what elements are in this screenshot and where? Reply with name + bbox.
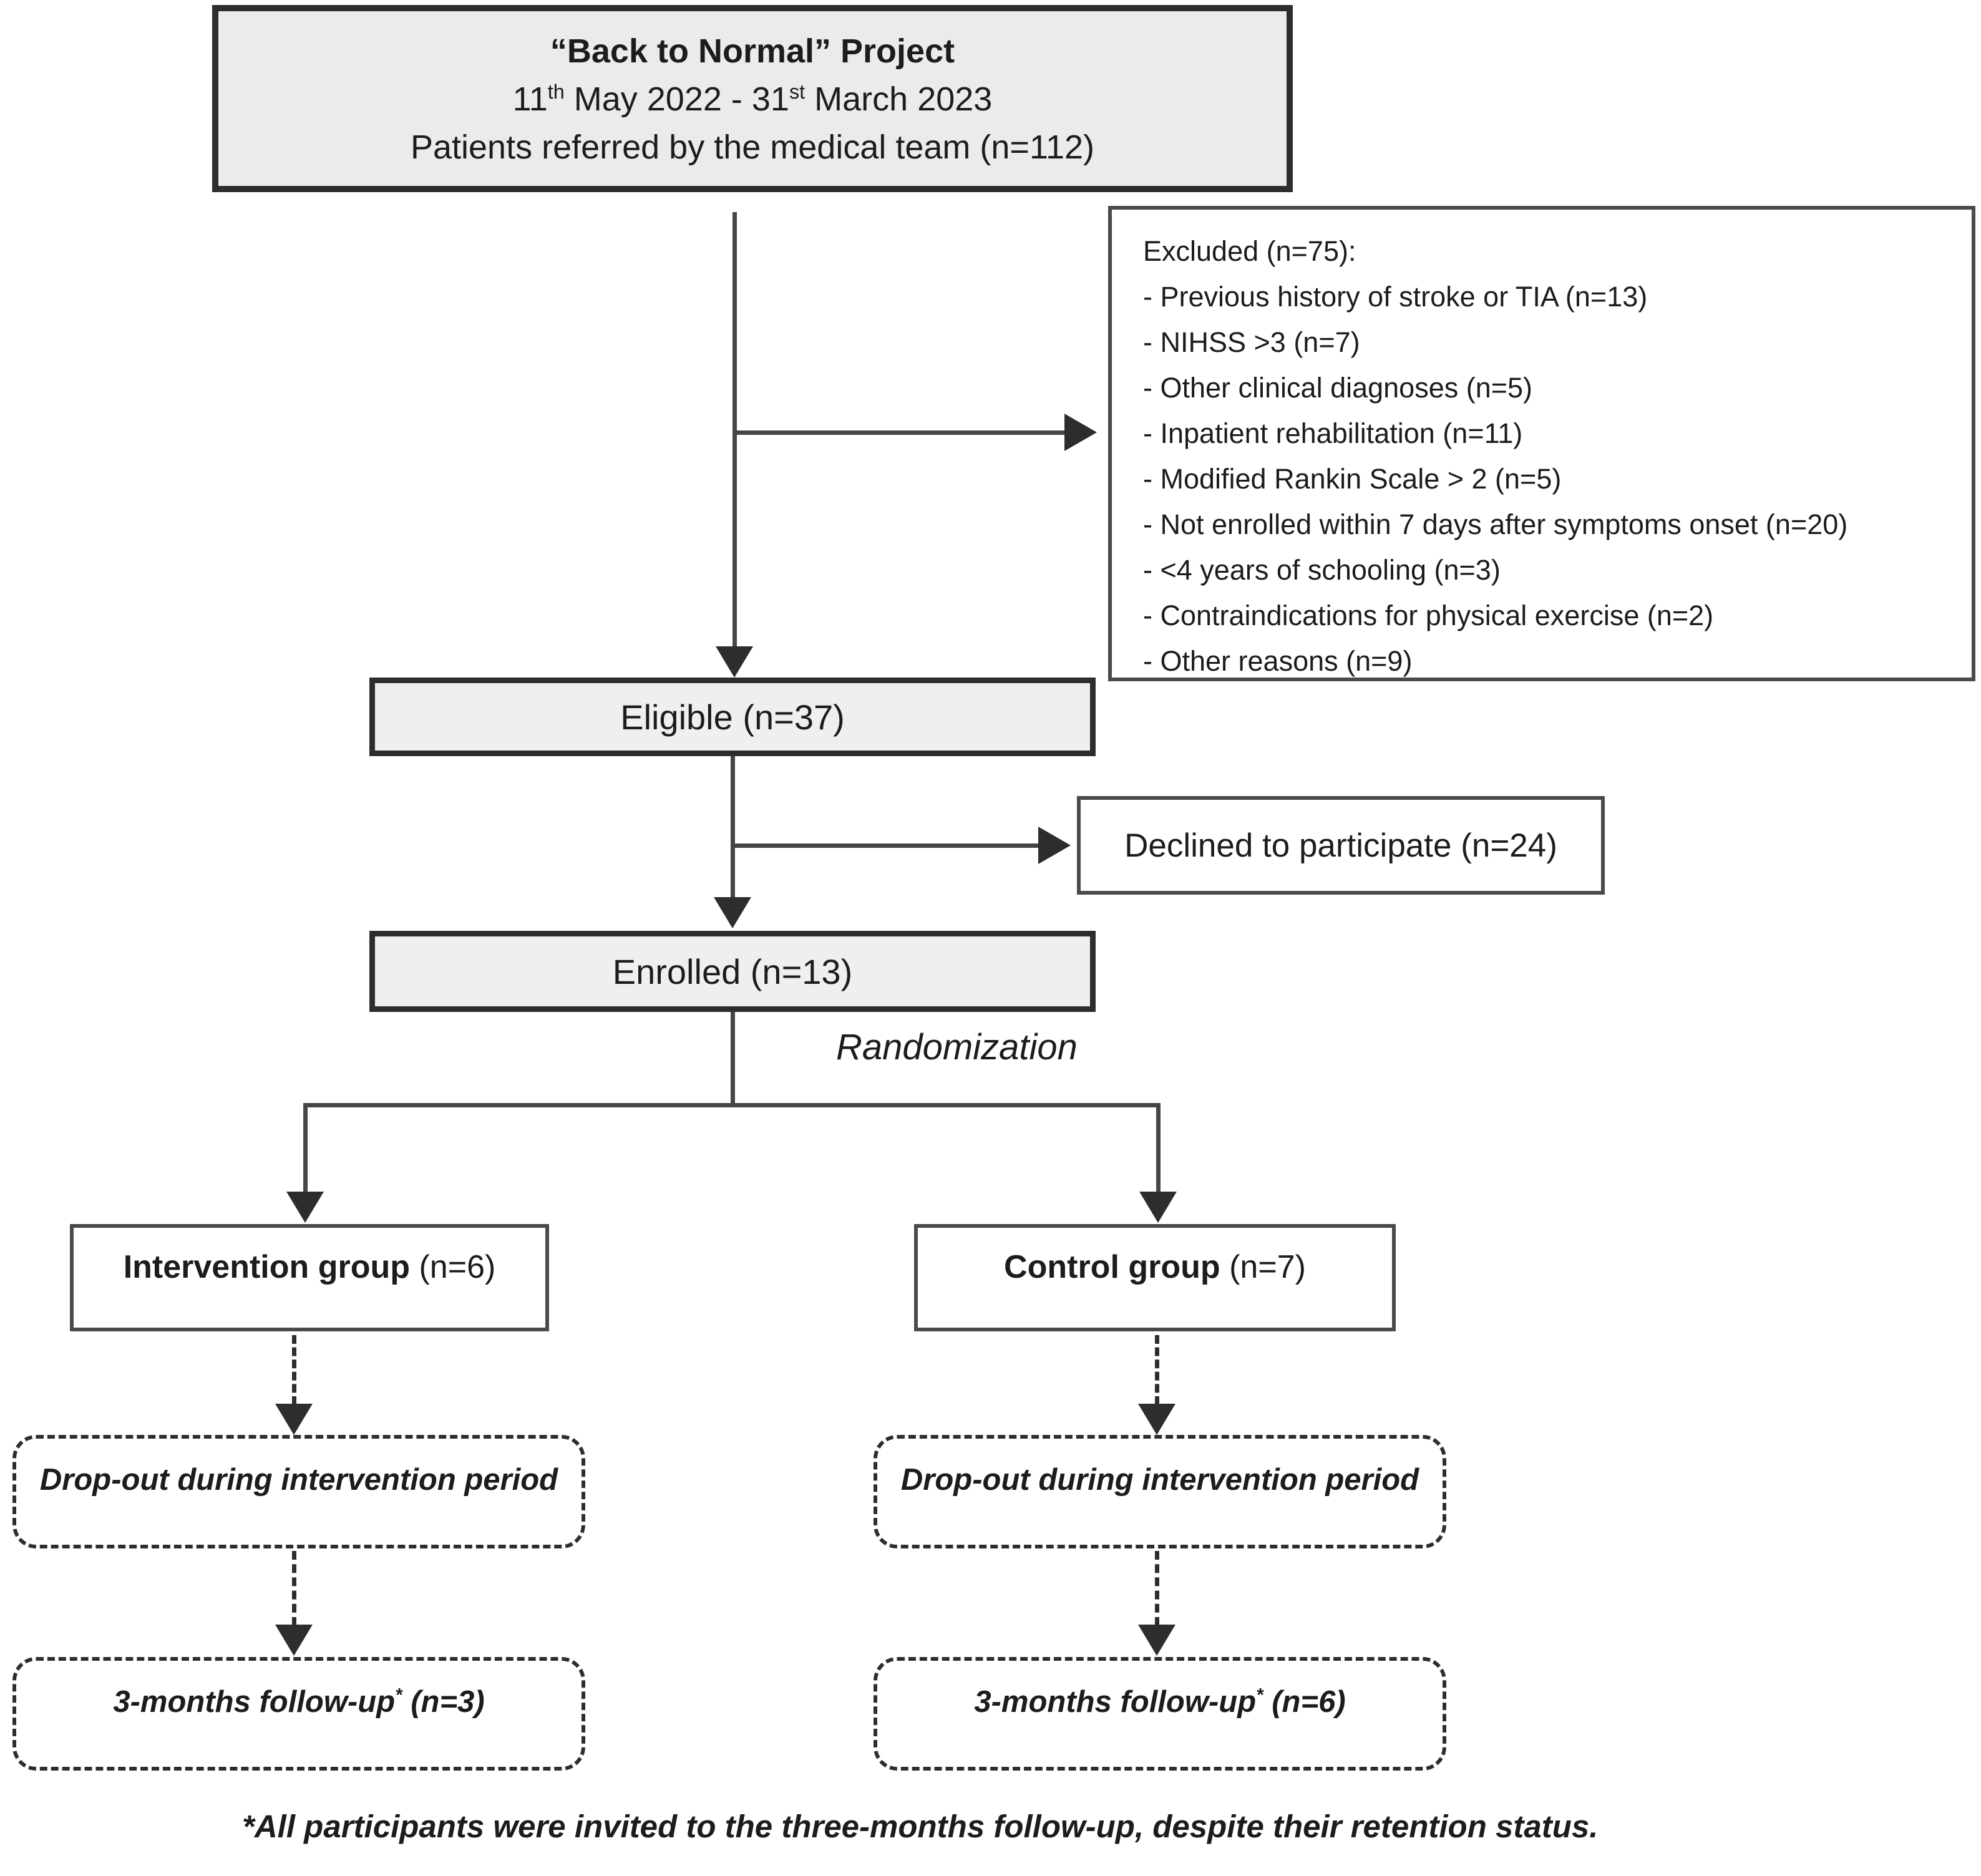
arrow-down-icon	[1138, 1404, 1175, 1435]
followup-label: 3-months follow-up	[974, 1685, 1257, 1719]
declined-label: Declined to participate (n=24)	[1124, 827, 1557, 864]
excluded-item: - Contraindications for physical exercis…	[1143, 600, 1714, 631]
excluded-item: - Previous history of stroke or TIA (n=1…	[1143, 281, 1648, 313]
excluded-header: Excluded (n=75):	[1143, 235, 1356, 267]
control-group-box: Control group (n=7)	[914, 1224, 1396, 1331]
dashed-connector-line	[1155, 1551, 1159, 1626]
declined-box: Declined to participate (n=24)	[1077, 796, 1605, 895]
arrow-down-icon	[275, 1625, 313, 1656]
project-title: “Back to Normal” Project	[550, 32, 955, 70]
arrow-down-icon	[714, 897, 751, 928]
dashed-connector-line	[292, 1551, 296, 1626]
excluded-box: Excluded (n=75): - Previous history of s…	[1108, 206, 1975, 681]
dropout-box-control: Drop-out during intervention period	[874, 1435, 1446, 1548]
connector-line	[1156, 1103, 1161, 1194]
arrow-down-icon	[716, 646, 753, 678]
dropout-label: Drop-out during intervention period	[900, 1463, 1419, 1497]
arrow-down-icon	[1138, 1625, 1175, 1656]
control-group-name: Control group	[1004, 1248, 1220, 1285]
connector-line	[733, 843, 1039, 848]
footnote: *All participants were invited to the th…	[242, 1809, 1599, 1844]
asterisk-marker: *	[395, 1684, 402, 1706]
excluded-item: - <4 years of schooling (n=3)	[1143, 554, 1501, 586]
intervention-group-name: Intervention group	[123, 1248, 411, 1285]
excluded-item: - Other reasons (n=9)	[1143, 645, 1413, 677]
followup-count: (n=6)	[1263, 1685, 1346, 1719]
excluded-item: - NIHSS >3 (n=7)	[1143, 326, 1360, 358]
asterisk-marker: *	[1256, 1684, 1263, 1706]
intervention-group-count: (n=6)	[410, 1248, 496, 1285]
control-group-count: (n=7)	[1220, 1248, 1306, 1285]
connector-line	[733, 430, 1067, 435]
connector-line	[303, 1103, 1161, 1107]
eligible-label: Eligible (n=37)	[620, 697, 845, 737]
eligible-box: Eligible (n=37)	[369, 678, 1096, 756]
superscript-st: st	[789, 80, 806, 103]
excluded-item: - Modified Rankin Scale > 2 (n=5)	[1143, 463, 1562, 495]
followup-box-control: 3-months follow-up* (n=6)	[874, 1657, 1446, 1771]
dashed-connector-line	[1155, 1335, 1159, 1405]
connector-line	[731, 1012, 735, 1106]
followup-count: (n=3)	[402, 1685, 485, 1719]
excluded-item: - Inpatient rehabilitation (n=11)	[1143, 417, 1523, 449]
excluded-item: - Other clinical diagnoses (n=5)	[1143, 372, 1533, 404]
intervention-group-box: Intervention group (n=6)	[70, 1224, 549, 1331]
project-dates: 11th May 2022 - 31st March 2023	[512, 80, 993, 118]
dropout-box-intervention: Drop-out during intervention period	[12, 1435, 585, 1548]
dashed-connector-line	[292, 1335, 296, 1405]
arrow-down-icon	[286, 1192, 324, 1223]
randomization-label: Randomization	[836, 1027, 1078, 1067]
excluded-item: - Not enrolled within 7 days after sympt…	[1143, 508, 1848, 540]
superscript-th: th	[547, 80, 565, 103]
connector-line	[303, 1103, 308, 1194]
arrow-down-icon	[275, 1404, 313, 1435]
followup-label: 3-months follow-up	[113, 1685, 396, 1719]
enrolled-box: Enrolled (n=13)	[369, 931, 1096, 1012]
connector-line	[731, 756, 735, 900]
dropout-label: Drop-out during intervention period	[39, 1463, 558, 1497]
arrow-right-icon	[1064, 414, 1097, 451]
arrow-down-icon	[1139, 1192, 1177, 1223]
arrow-right-icon	[1038, 827, 1071, 864]
enrolled-label: Enrolled (n=13)	[612, 951, 853, 991]
referral-box: “Back to Normal” Project 11th May 2022 -…	[212, 5, 1293, 192]
referral-count-line: Patients referred by the medical team (n…	[410, 129, 1095, 166]
followup-box-intervention: 3-months follow-up* (n=3)	[12, 1657, 585, 1771]
